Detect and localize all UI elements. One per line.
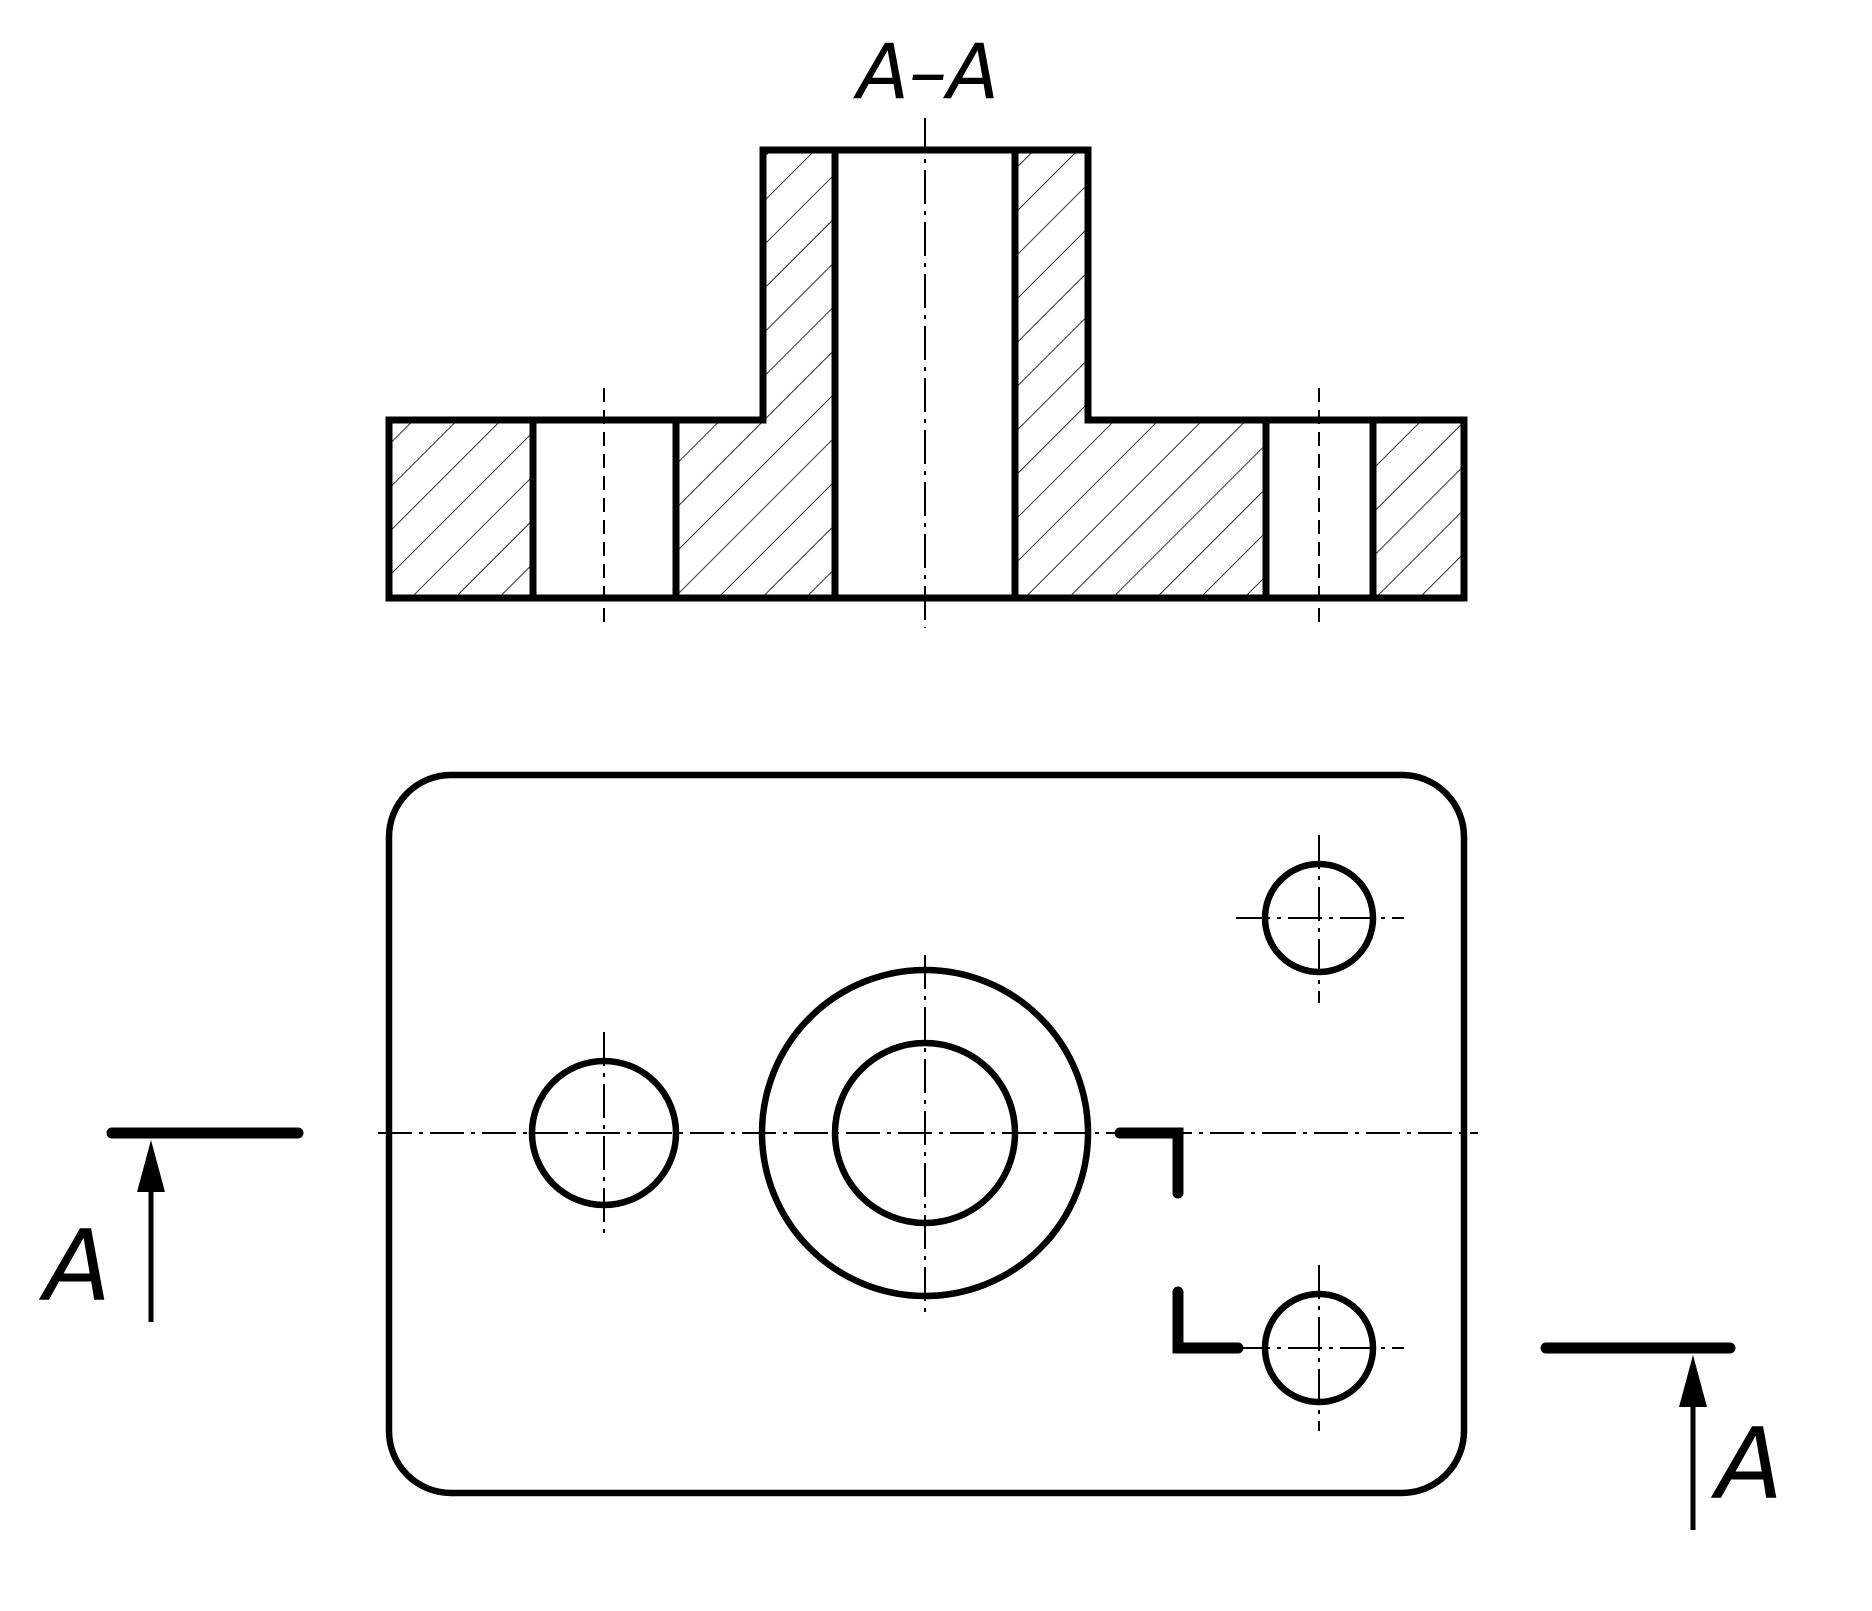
view-arrow-right-head	[1679, 1355, 1707, 1407]
hatch-flange-left-inner	[676, 150, 835, 598]
top-view	[378, 771, 1478, 1497]
section-indicator-right: A	[1540, 1342, 1783, 1530]
section-mark-right: A	[1710, 1408, 1783, 1522]
section-outlines	[385, 146, 1468, 602]
hatch-flange-right-inner	[1015, 150, 1266, 598]
section-title: A–A	[852, 27, 999, 116]
section-outer-outline	[385, 146, 1468, 602]
cutting-plane-step-lower	[1172, 1286, 1244, 1354]
section-mark-left: A	[38, 1210, 111, 1324]
section-indicator-left: A	[38, 1127, 304, 1324]
hatched-material	[389, 150, 1464, 598]
view-arrow-left-head	[137, 1140, 165, 1192]
cutting-plane-step-upper	[1114, 1127, 1184, 1199]
section-view: A–A	[385, 27, 1468, 630]
hatch-flange-left-outer	[389, 420, 533, 598]
hatch-flange-right-outer	[1373, 420, 1464, 598]
